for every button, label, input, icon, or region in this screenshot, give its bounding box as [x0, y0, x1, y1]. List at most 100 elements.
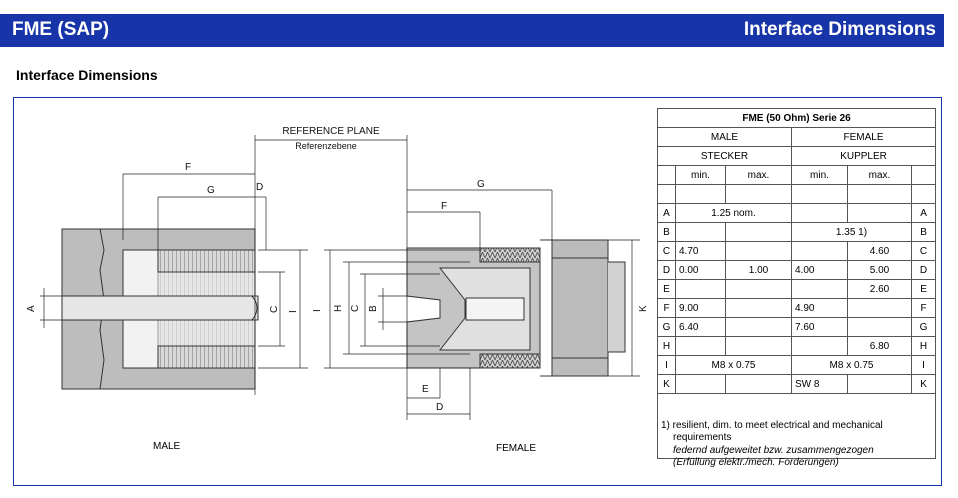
dim-d-female: D [436, 402, 443, 413]
content-frame [13, 97, 942, 486]
table-cell: E [910, 279, 937, 299]
reference-plane-de-label: Referenzebene [295, 141, 357, 151]
table-cell [847, 317, 912, 337]
table-cell [847, 203, 912, 223]
table-cell [791, 336, 848, 356]
table-cell: K [910, 374, 937, 394]
footnote-line-3: federnd aufgeweitet bzw. zusammengezogen [673, 444, 874, 456]
table-title: FME (50 Ohm) Serie 26 [656, 108, 937, 128]
table-cell: SW 8 [791, 374, 848, 394]
dim-g-female: G [477, 179, 485, 190]
table-cell [725, 222, 792, 242]
table-cell: H [657, 336, 676, 356]
kuppler-heading: KUPPLER [790, 146, 937, 166]
table-cell [725, 317, 792, 337]
male-min-header: min. [675, 165, 726, 185]
table-cell: 2.60 [847, 279, 912, 299]
table-cell: A [657, 203, 676, 223]
dim-i-male: I [288, 310, 299, 313]
table-cell: G [910, 317, 937, 337]
dimension-labels: REFERENCE PLANE Referenzebene F G D I C … [26, 126, 649, 413]
table-row: K SW 8 K [657, 374, 937, 394]
female-max-header: max. [847, 165, 912, 185]
male-connector [61, 228, 259, 390]
footnote-line-2: requirements [673, 432, 732, 444]
dim-f-female: F [441, 201, 447, 212]
dim-f-male: F [185, 162, 191, 173]
table-cell: C [910, 241, 937, 261]
table-cell [791, 241, 848, 261]
interface-drawing: REFERENCE PLANE Referenzebene F G D I C … [26, 126, 649, 420]
table-cell: E [657, 279, 676, 299]
male-max-header: max. [725, 165, 792, 185]
table-cell: A [910, 203, 937, 223]
table-cell [725, 374, 792, 394]
dim-i-female: I [312, 309, 323, 312]
table-cell: D [910, 260, 937, 280]
table-cell: 4.90 [791, 298, 848, 318]
table-cell [675, 374, 726, 394]
dim-k-female: K [638, 305, 649, 312]
table-cell: K [657, 374, 676, 394]
table-cell [675, 336, 726, 356]
dim-c-female: C [350, 305, 361, 312]
table-cell: 1.00 [725, 260, 792, 280]
table-cell: I [657, 355, 676, 375]
table-cell: B [657, 222, 676, 242]
female-caption: FEMALE [496, 443, 537, 454]
table-cell: F [657, 298, 676, 318]
female-heading: FEMALE [790, 127, 937, 147]
table-cell: 1.25 nom. [675, 203, 792, 223]
female-connector [406, 239, 626, 377]
table-cell: 1.35 1) [791, 222, 912, 242]
table-footnote: 1) resilient, dim. to meet electrical an… [661, 420, 883, 470]
table-cell: I [910, 355, 937, 375]
footnote-line-1: 1) resilient, dim. to meet electrical an… [661, 420, 883, 431]
header-section: Interface Dimensions [743, 19, 936, 40]
table-cell [847, 298, 912, 318]
table-cell [725, 241, 792, 261]
table-cell [675, 222, 726, 242]
header-bar: FME (SAP) Interface Dimensions [0, 14, 944, 47]
dim-h-female: H [333, 305, 344, 312]
dim-e-female: E [422, 384, 429, 395]
table-cell: M8 x 0.75 [675, 355, 792, 375]
table-cell: 4.00 [791, 260, 848, 280]
table-cell: F [910, 298, 937, 318]
dimension-lines [40, 135, 640, 420]
table-cell: 5.00 [847, 260, 912, 280]
table-cell: 0.00 [675, 260, 726, 280]
reference-plane-label: REFERENCE PLANE [282, 126, 380, 137]
male-heading: MALE [657, 127, 792, 147]
table-cell: M8 x 0.75 [791, 355, 912, 375]
table-cell: D [657, 260, 676, 280]
table-cell [675, 279, 726, 299]
table-cell: C [657, 241, 676, 261]
stecker-heading: STECKER [657, 146, 792, 166]
dim-b-female: B [368, 305, 379, 312]
header-title: FME (SAP) [12, 19, 110, 40]
table-cell: H [910, 336, 937, 356]
dim-g-male: G [207, 185, 215, 196]
table-cell: 7.60 [791, 317, 848, 337]
table-cell: 4.60 [847, 241, 912, 261]
table-cell [725, 336, 792, 356]
table-cell: 4.70 [675, 241, 726, 261]
page-subtitle: Interface Dimensions [16, 67, 158, 83]
male-caption: MALE [153, 441, 181, 452]
table-cell [791, 279, 848, 299]
table-cell: G [657, 317, 676, 337]
dim-d-male: D [256, 182, 263, 193]
table-cell: 6.40 [675, 317, 726, 337]
table-cell [725, 298, 792, 318]
